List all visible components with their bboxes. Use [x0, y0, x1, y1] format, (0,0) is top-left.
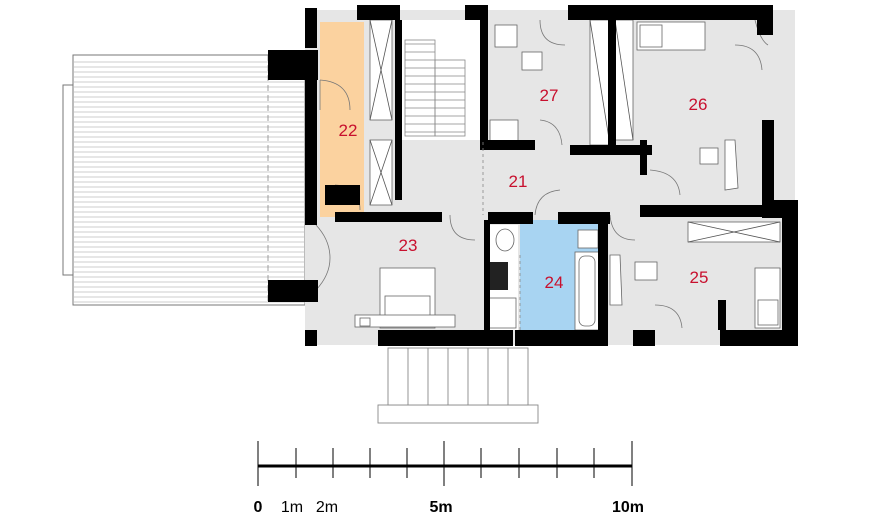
room-label-26: 26: [689, 95, 708, 114]
scale-bar: 0 1m 2m 5m 10m: [254, 441, 644, 516]
scale-label-1m: 1m: [281, 499, 303, 516]
door-swings: [315, 19, 769, 329]
room-label-23: 23: [399, 236, 418, 255]
scale-label-2m: 2m: [316, 499, 338, 516]
room-22-floor: [320, 22, 364, 217]
room-label-24: 24: [545, 273, 564, 292]
scale-label-5m: 5m: [429, 499, 452, 516]
walls: [268, 5, 798, 346]
terrace: [62, 54, 306, 306]
room-label-27: 27: [540, 86, 559, 105]
scale-label-0: 0: [254, 499, 263, 516]
furniture: [354, 19, 781, 331]
room-label-22: 22: [339, 121, 358, 140]
room-label-21: 21: [509, 172, 528, 191]
scale-label-10m: 10m: [612, 499, 644, 516]
room-label-25: 25: [690, 268, 709, 287]
balcony: [377, 347, 539, 424]
dashed-openings: [482, 142, 521, 330]
staircase: [404, 39, 466, 137]
